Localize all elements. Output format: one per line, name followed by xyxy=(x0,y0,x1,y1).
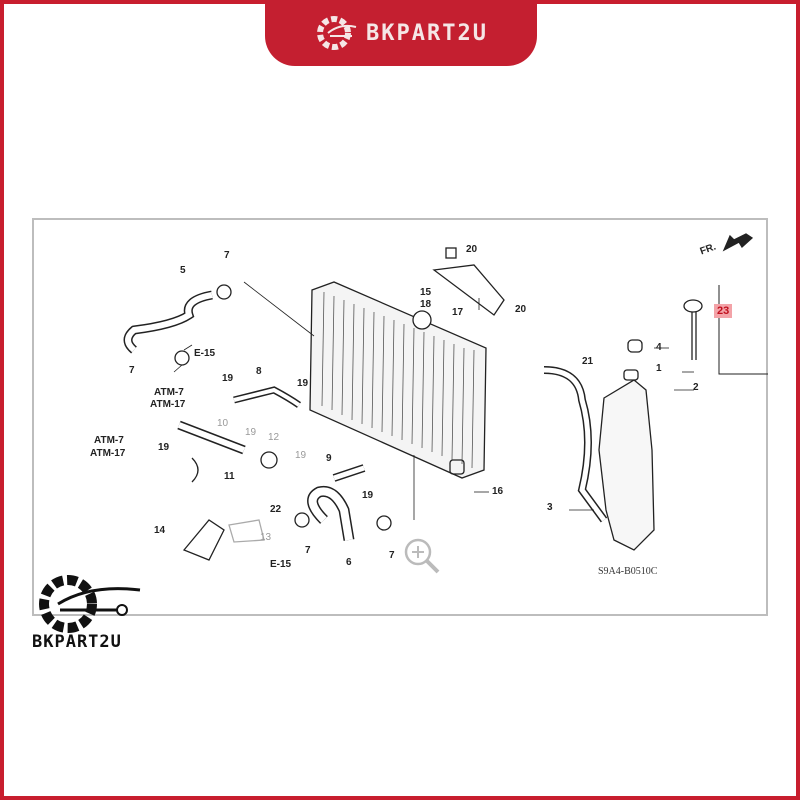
part-23-drawing xyxy=(683,299,703,360)
brand-name: BKPART2U xyxy=(366,20,488,46)
brand-name-footer: BKPART2U xyxy=(32,632,122,652)
callout-3: 3 xyxy=(547,502,553,513)
radiator xyxy=(309,281,487,479)
callout-15: 15 xyxy=(420,287,432,298)
callout-e15: E-15 xyxy=(270,559,292,570)
callout-19: 19 xyxy=(295,450,307,461)
gear-car-logo-icon xyxy=(317,16,357,50)
callout-1: 1 xyxy=(656,363,662,374)
zoom-in-icon[interactable] xyxy=(402,536,442,576)
callout-e15: E-15 xyxy=(194,348,216,359)
callout-atm17: ATM-17 xyxy=(150,399,186,410)
callout-20: 20 xyxy=(515,304,527,315)
callout-13: 13 xyxy=(260,532,272,543)
callout-19: 19 xyxy=(222,373,234,384)
gear-car-logo-icon xyxy=(39,575,141,633)
callout-atm17: ATM-17 xyxy=(90,448,126,459)
callout-12: 12 xyxy=(268,432,280,443)
callout-7: 7 xyxy=(389,550,395,561)
callout-7: 7 xyxy=(129,365,135,376)
callout-18: 18 xyxy=(420,299,432,310)
diagram-code: S9A4-B0510C xyxy=(598,566,658,577)
callout-6: 6 xyxy=(346,557,352,568)
callout-atm7: ATM-7 xyxy=(154,387,184,398)
callout-7: 7 xyxy=(305,545,311,556)
callout-9: 9 xyxy=(326,453,332,464)
diagram-drawing xyxy=(123,233,768,561)
callout-10: 10 xyxy=(217,418,229,429)
callout-5: 5 xyxy=(180,265,186,276)
brand-banner: BKPART2U xyxy=(265,0,537,66)
callout-2: 2 xyxy=(693,382,699,393)
callout-22: 22 xyxy=(270,504,282,515)
callout-8: 8 xyxy=(256,366,262,377)
reserve-tank xyxy=(598,379,655,551)
parts-diagram: 7 5 7 E-15 19 8 ATM-7 ATM-17 19 19 ATM-7… xyxy=(32,218,768,616)
callout-7: 7 xyxy=(224,250,230,261)
callout-16: 16 xyxy=(492,486,504,497)
callout-19: 19 xyxy=(245,427,257,438)
callout-11: 11 xyxy=(224,471,235,482)
callout-19: 19 xyxy=(158,442,170,453)
callout-4: 4 xyxy=(656,342,662,353)
callout-19: 19 xyxy=(297,378,309,389)
overflow-hose-3 xyxy=(543,366,608,523)
callout-21: 21 xyxy=(582,356,594,367)
callout-14: 14 xyxy=(154,525,166,536)
callout-atm7: ATM-7 xyxy=(94,435,124,446)
callout-23-highlighted: 23 xyxy=(714,304,733,318)
callout-17: 17 xyxy=(452,307,464,318)
callout-19: 19 xyxy=(362,490,374,501)
callout-20: 20 xyxy=(466,244,478,255)
